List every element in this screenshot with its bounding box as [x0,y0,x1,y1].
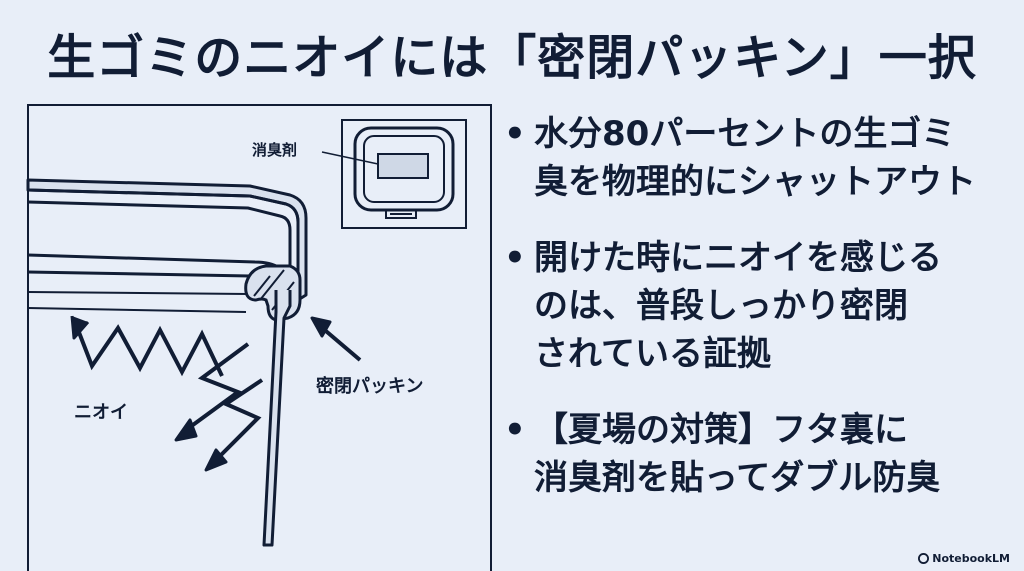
lid-inner-line-1 [27,270,251,278]
lid-inner-line-2 [27,291,249,295]
label-packing: 密閉パッキン [316,375,423,397]
container-wall [262,290,292,547]
page-title: 生ゴミのニオイには「密閉パッキン」一択 [47,30,977,86]
bullet-dot: • [504,114,526,154]
odor-arrowhead-1 [70,315,90,340]
inset-latch [385,210,417,219]
lid-cross-section-diagram: 消臭剤 ニオイ 密閉パッキン [26,104,492,571]
notebooklm-logo-icon [918,553,930,564]
label-odor: ニオイ [74,402,128,423]
odor-arrow-1 [73,321,224,377]
bullet-item: • 水分80パーセントの生ゴミ 臭を物理的にシャットアウト [504,110,1014,206]
bullet-dot: • [504,410,526,450]
deodorant-pointer-line [321,151,379,165]
odor-arrowhead-2 [174,418,198,442]
odor-arrowhead-3 [204,448,228,472]
bullet-text: 開けた時にニオイを感じる のは、普段しっかり密閉 されている証拠 [534,238,942,374]
odor-arrow-3 [212,378,264,464]
packing-pointer-arrow [318,324,362,362]
bullet-dot: • [504,238,526,278]
brand-label: NotebookLM [932,552,1010,565]
bullet-item: • 開けた時にニオイを感じる のは、普段しっかり密閉 されている証拠 [504,234,1014,378]
bullet-list: • 水分80パーセントの生ゴミ 臭を物理的にシャットアウト • 開けた時にニオイ… [504,110,1014,530]
lid-inner-line-3 [27,307,247,313]
inset-deodorant-pad [377,153,429,179]
bullet-text: 【夏場の対策】フタ裏に 消臭剤を貼ってダブル防臭 [534,410,941,498]
bullet-text: 水分80パーセントの生ゴミ 臭を物理的にシャットアウト [534,114,976,202]
brand-watermark: NotebookLM [918,552,1010,565]
label-deodorant: 消臭剤 [252,141,297,159]
bullet-item: • 【夏場の対策】フタ裏に 消臭剤を貼ってダブル防臭 [504,406,1014,502]
packing-pointer-arrowhead [310,316,332,338]
odor-arrow-2 [184,342,250,432]
